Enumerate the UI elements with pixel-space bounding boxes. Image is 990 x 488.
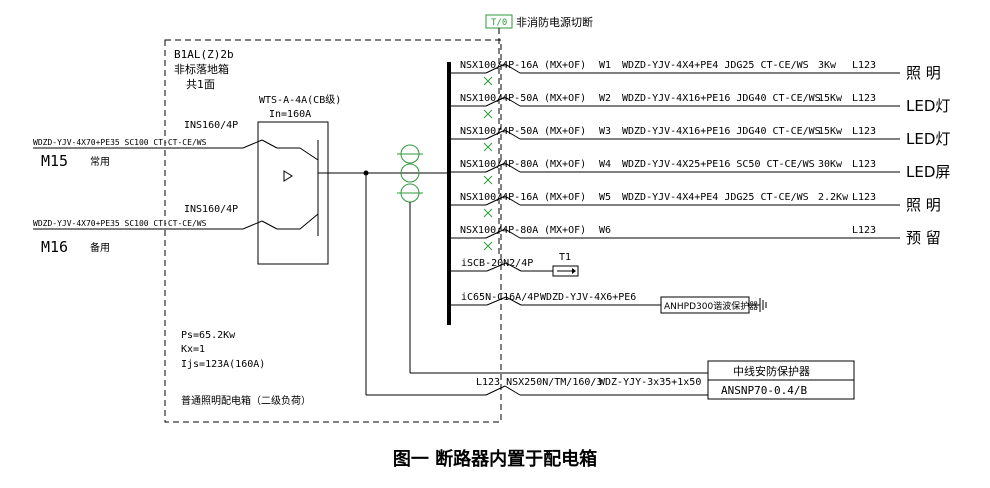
neutral-breaker-contact [485, 385, 506, 396]
feeder-breaker: NSX100/4P-16A [460, 60, 538, 71]
incomer-2-contact [242, 220, 263, 230]
box-footer: 普通照明配电箱（二级负荷） [181, 394, 311, 407]
feeder-power: 15Kw [818, 126, 843, 137]
incomer-2-breaker: INS160/4P [184, 204, 238, 215]
incomer-1-source: M15 [41, 152, 68, 170]
feeder-phase: L123 [852, 159, 876, 170]
feeder-id: W2 [599, 93, 611, 104]
feeder-id: W3 [599, 126, 611, 137]
spd-breaker-contact [486, 262, 507, 272]
calc-kx: Kx=1 [181, 344, 205, 355]
feeder-aux: (MX+OF) [544, 93, 586, 104]
feeder-breaker: NSX100/4P-80A [460, 225, 538, 236]
spd-box [552, 265, 579, 277]
neutral-protector-name: 中线安防保护器 [733, 364, 810, 378]
harmonic-breaker-contact [486, 296, 507, 306]
feeder-breaker: NSX100/4P-50A [460, 126, 538, 137]
feeder-phase: L123 [852, 93, 876, 104]
feeder-load: 照 明 [906, 196, 941, 214]
feeder-load: 预 留 [906, 229, 941, 247]
incomer-1-contact [242, 139, 263, 149]
feeder-breaker-contact [485, 96, 506, 107]
fire-cut-label: 非消防电源切断 [516, 15, 593, 29]
incomer-2-cable: WDZD-YJV-4X70+PE35 SC100 CT-CT-CE/WS [33, 219, 207, 228]
ats-model: WTS-A-4A(CB级) [259, 94, 341, 106]
incomer-1-role: 常用 [90, 155, 110, 168]
feeder-breaker-contact [485, 162, 506, 173]
feeder-id: W6 [599, 225, 611, 236]
feeder-breaker-contact [485, 63, 506, 74]
cabinet-outline [164, 39, 502, 423]
feeder-breaker-contact [485, 129, 506, 140]
feeder-aux: (MX+OF) [544, 126, 586, 137]
feeder-load: LED灯 [906, 97, 950, 115]
neutral-protector-model: ANSNP70-0.4/B [721, 384, 807, 397]
feeder-power: 30Kw [818, 159, 843, 170]
feeder-id: W5 [599, 192, 611, 203]
feeder-load: LED灯 [906, 130, 950, 148]
feeder-cable: WDZD-YJV-4X4+PE4 JDG25 CT-CE/WS [622, 60, 809, 71]
feeder-aux: (MX+OF) [544, 225, 586, 236]
feeder-breaker: NSX100/4P-50A [460, 93, 538, 104]
harmonic-breaker: iC65N-C16A/4P [461, 292, 539, 303]
feeder-cable: WDZD-YJV-4X25+PE16 SC50 CT-CE/WS [622, 159, 815, 170]
figure-caption: 图一 断路器内置于配电箱 [393, 448, 597, 470]
neutral-cable: WDZ-YJY-3x35+1x50 [599, 377, 701, 388]
feeder-load: LED屏 [906, 163, 950, 181]
feeder-cable: WDZD-YJV-4X16+PE16 JDG40 CT-CE/WS [622, 93, 821, 104]
feeder-aux: (MX+OF) [544, 159, 586, 170]
feeder-breaker: NSX100/4P-80A [460, 159, 538, 170]
feeder-power: 15Kw [818, 93, 843, 104]
incomer-2-source: M16 [41, 238, 68, 256]
ats-rating: In=160A [269, 109, 311, 120]
fire-cut-tag: T/0 [491, 18, 507, 28]
ats-arrow-icon [283, 170, 293, 182]
feeder-phase: L123 [852, 60, 876, 71]
feeder-breaker-contact [485, 228, 506, 239]
feeder-aux: (MX+OF) [544, 60, 586, 71]
incomer-1-cable: WDZD-YJV-4X70+PE35 SC100 CT-CT-CE/WS [33, 138, 207, 147]
feeder-breaker: NSX100/4P-16A [460, 192, 538, 203]
harmonic-protector-name: ANHPD300谐波保护器 [664, 300, 758, 312]
feeder-power: 2.2Kw [818, 192, 849, 203]
box-count: 共1面 [186, 78, 215, 91]
calc-ijs: Ijs=123A(160A) [181, 359, 265, 370]
ct-icon [400, 163, 420, 183]
ats-switch-lower [299, 213, 319, 230]
feeder-id: W1 [599, 60, 611, 71]
incomer-1-breaker: INS160/4P [184, 120, 238, 131]
feeder-id: W4 [599, 159, 611, 170]
feeder-power: 3Kw [818, 60, 837, 71]
feeder-load: 照 明 [906, 64, 941, 82]
ats-switch-upper [299, 147, 319, 161]
ats-box [257, 121, 329, 265]
feeder-phase: L123 [852, 225, 876, 236]
harmonic-cable: WDZD-YJV-4X6+PE6 [540, 292, 636, 303]
feeder-cable: WDZD-YJV-4X4+PE4 JDG25 CT-CE/WS [622, 192, 809, 203]
incomer-2-role: 备用 [90, 241, 110, 254]
calc-ps: Ps=65.2Kw [181, 330, 236, 341]
spd-tag: T1 [559, 252, 571, 263]
feeder-breaker-contact [485, 195, 506, 206]
box-subtitle: 非标落地箱 [174, 62, 229, 76]
feeder-cable: WDZD-YJV-4X16+PE16 JDG40 CT-CE/WS [622, 126, 821, 137]
feeder-aux: (MX+OF) [544, 192, 586, 203]
neutral-breaker-label: L123 NSX250N/TM/160/3 [476, 377, 602, 388]
feeder-phase: L123 [852, 192, 876, 203]
feeder-phase: L123 [852, 126, 876, 137]
box-title: B1AL(Z)2b [174, 48, 234, 61]
spd-breaker: iSCB-20N2/4P [461, 258, 533, 269]
